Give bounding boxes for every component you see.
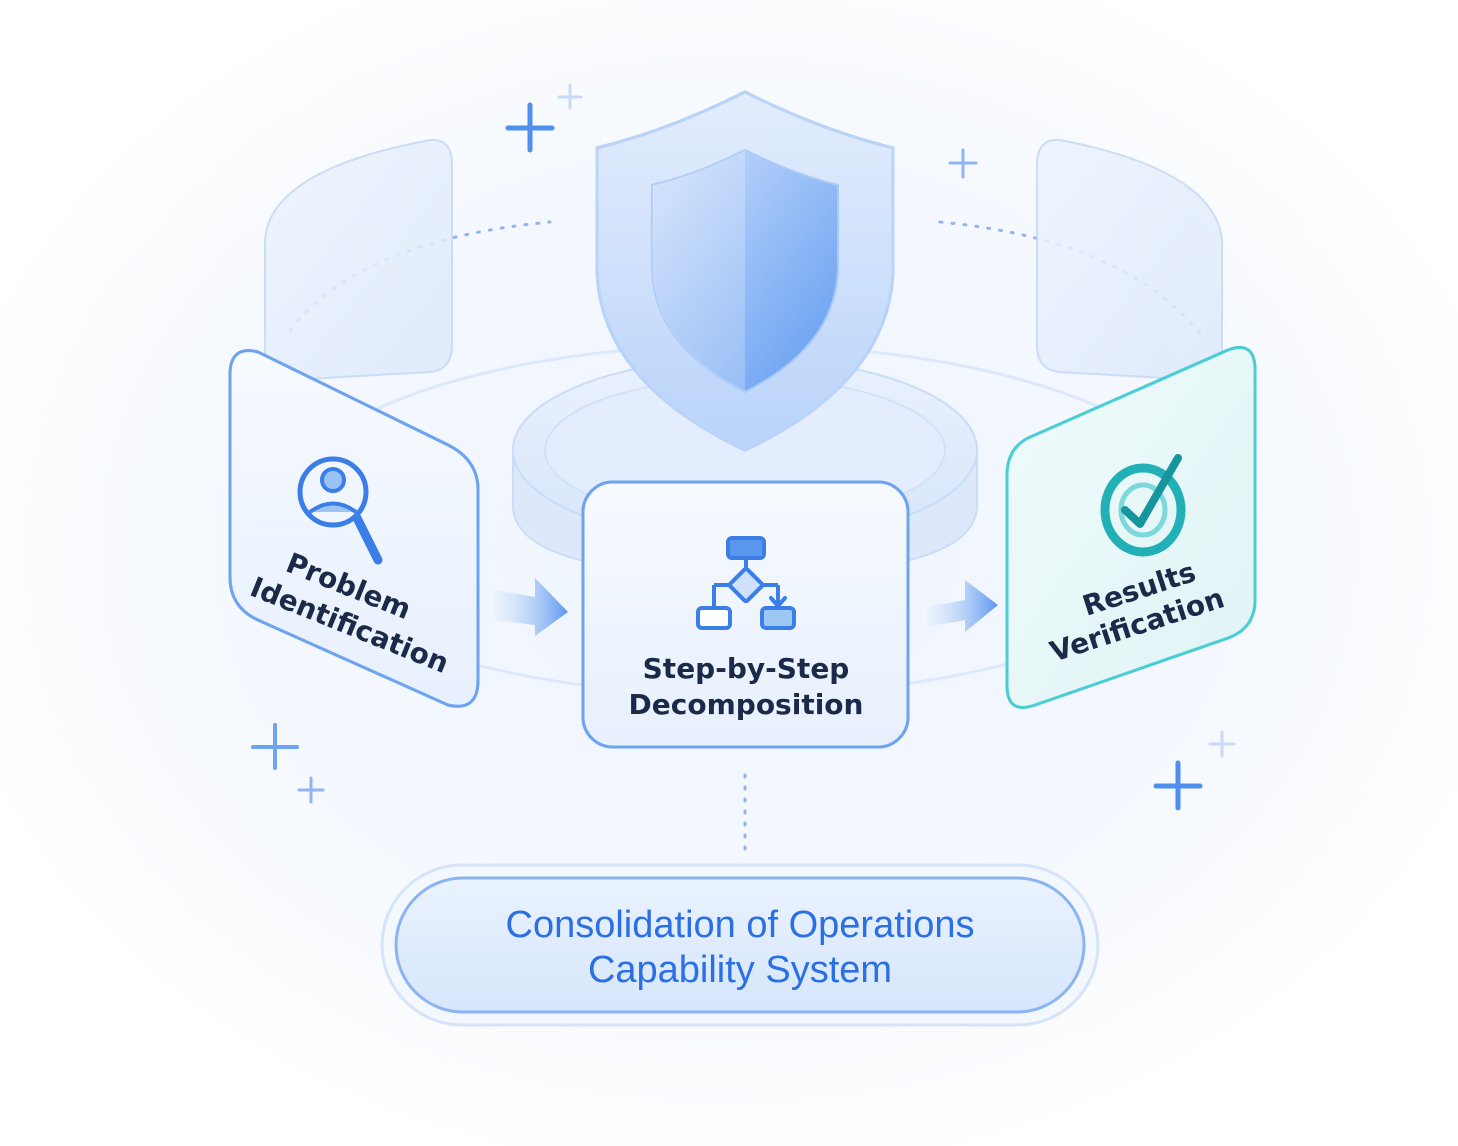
sparkle-decorations [251,83,1236,811]
plus-icon [557,83,583,110]
dotted-arc-left [288,220,552,332]
flowchart-icon [696,536,796,630]
plus-icon [948,148,978,179]
center-card-line2: Decomposition [629,688,864,721]
plus-icon [297,776,325,804]
arrow-right-icon [495,578,568,636]
center-card-line1: Step-by-Step [643,652,850,685]
card-step-by-step-decomposition: Step-by-Step Decomposition [581,480,910,749]
pill-line1: Consolidation of Operations [506,904,975,946]
plus-icon [505,102,555,153]
shield-icon [595,90,895,452]
pill-line2: Capability System [588,949,892,991]
user-search-icon [297,456,383,565]
capability-system-pill: Consolidation of Operations Capability S… [380,863,1100,1027]
card-results-verification: Results Verification [1005,346,1257,709]
back-panel-right [1036,138,1223,382]
check-target-icon [1100,454,1186,557]
plus-icon [251,723,299,770]
plus-icon [1153,760,1203,811]
arrow-right-icon-2 [927,580,998,632]
plus-icon [1208,730,1236,758]
